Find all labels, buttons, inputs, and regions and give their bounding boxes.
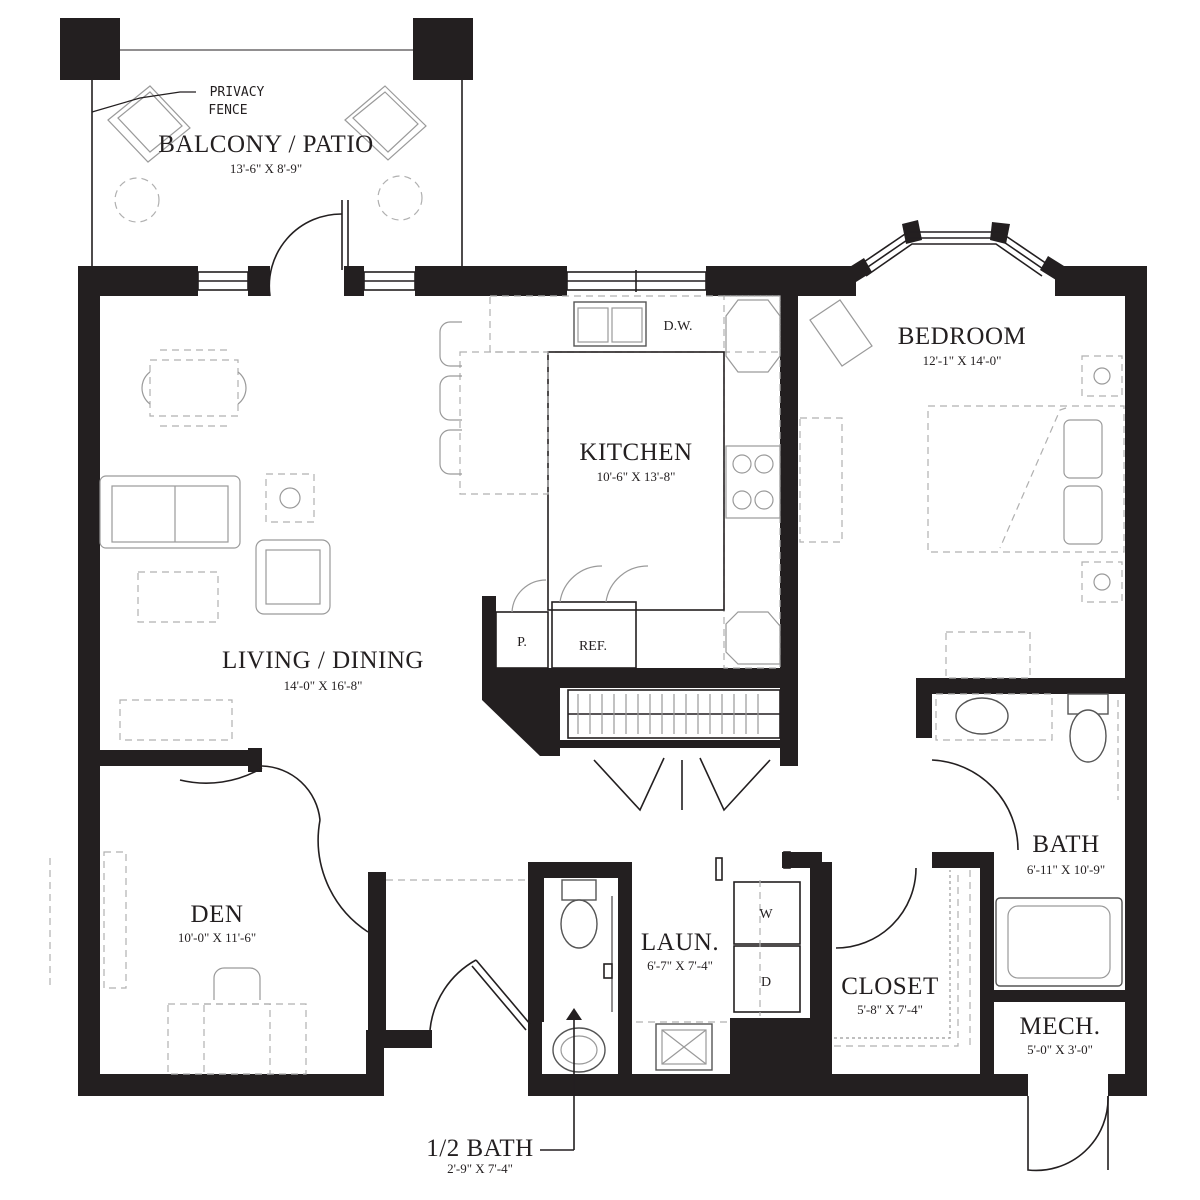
bay-window bbox=[848, 220, 1064, 282]
doors bbox=[179, 200, 1109, 1172]
bath: BATH 6'-11" X 10'-9" bbox=[935, 693, 1123, 987]
mech: MECH. 5'-0" X 3'-0" bbox=[1020, 1013, 1101, 1057]
room-name-mech: MECH. bbox=[1020, 1013, 1101, 1040]
window bbox=[197, 270, 707, 292]
dryer-label: D bbox=[761, 975, 771, 990]
exterior-walls bbox=[78, 220, 1147, 1096]
room-dims-laundry: 6'-7" X 7'-4" bbox=[647, 958, 713, 973]
den: DEN 10'-0" X 11'-6" bbox=[49, 851, 528, 1075]
linen-closet bbox=[567, 689, 781, 739]
room-dims-living: 14'-0" X 16'-8" bbox=[284, 678, 363, 693]
room-name-living: LIVING / DINING bbox=[222, 647, 424, 674]
privacy-fence-label-2: FENCE bbox=[208, 103, 247, 118]
room-name-half-bath: 1/2 BATH bbox=[426, 1135, 533, 1162]
pantry-label: P. bbox=[517, 635, 527, 650]
laundry: W D LAUN. 6'-7" X 7'-4" bbox=[636, 880, 801, 1071]
patio-chair bbox=[344, 85, 427, 221]
kitchen: D.W. P. REF. KITCHEN 10'-6" X 13'-8" bbox=[439, 295, 781, 669]
interior-walls bbox=[78, 296, 1125, 1076]
room-name-closet: CLOSET bbox=[841, 973, 938, 1000]
room-name-balcony: BALCONY / PATIO bbox=[158, 131, 373, 158]
balcony-post-left bbox=[60, 18, 120, 80]
refrigerator-label: REF. bbox=[579, 639, 607, 654]
room-name-laundry: LAUN. bbox=[641, 929, 719, 956]
closet: CLOSET 5'-8" X 7'-4" bbox=[834, 870, 971, 1047]
room-dims-half-bath: 2'-9" X 7'-4" bbox=[447, 1161, 513, 1176]
washer-label: W bbox=[759, 907, 773, 922]
room-dims-bedroom: 12'-1" X 14'-0" bbox=[923, 353, 1002, 368]
room-name-kitchen: KITCHEN bbox=[579, 439, 692, 466]
room-dims-mech: 5'-0" X 3'-0" bbox=[1027, 1042, 1093, 1057]
half-bath: 1/2 BATH 2'-9" X 7'-4" bbox=[426, 879, 613, 1176]
balcony-area: PRIVACY FENCE BALCONY / PATIO 13'-6" X 8… bbox=[60, 18, 473, 268]
room-name-bath: BATH bbox=[1032, 831, 1099, 858]
room-dims-balcony: 13'-6" X 8'-9" bbox=[230, 161, 302, 176]
room-dims-kitchen: 10'-6" X 13'-8" bbox=[597, 469, 676, 484]
room-name-den: DEN bbox=[191, 901, 244, 928]
room-dims-den: 10'-0" X 11'-6" bbox=[178, 930, 256, 945]
patio-chair bbox=[107, 85, 191, 223]
privacy-fence-label: PRIVACY bbox=[210, 85, 265, 100]
dishwasher-label: D.W. bbox=[663, 319, 692, 334]
bedroom: BEDROOM 12'-1" X 14'-0" bbox=[799, 299, 1125, 679]
room-dims-bath: 6'-11" X 10'-9" bbox=[1027, 862, 1105, 877]
room-dims-closet: 5'-8" X 7'-4" bbox=[857, 1002, 923, 1017]
balcony-post-right bbox=[413, 18, 473, 80]
room-name-bedroom: BEDROOM bbox=[898, 323, 1027, 350]
living-dining: LIVING / DINING 14'-0" X 16'-8" bbox=[99, 349, 424, 741]
